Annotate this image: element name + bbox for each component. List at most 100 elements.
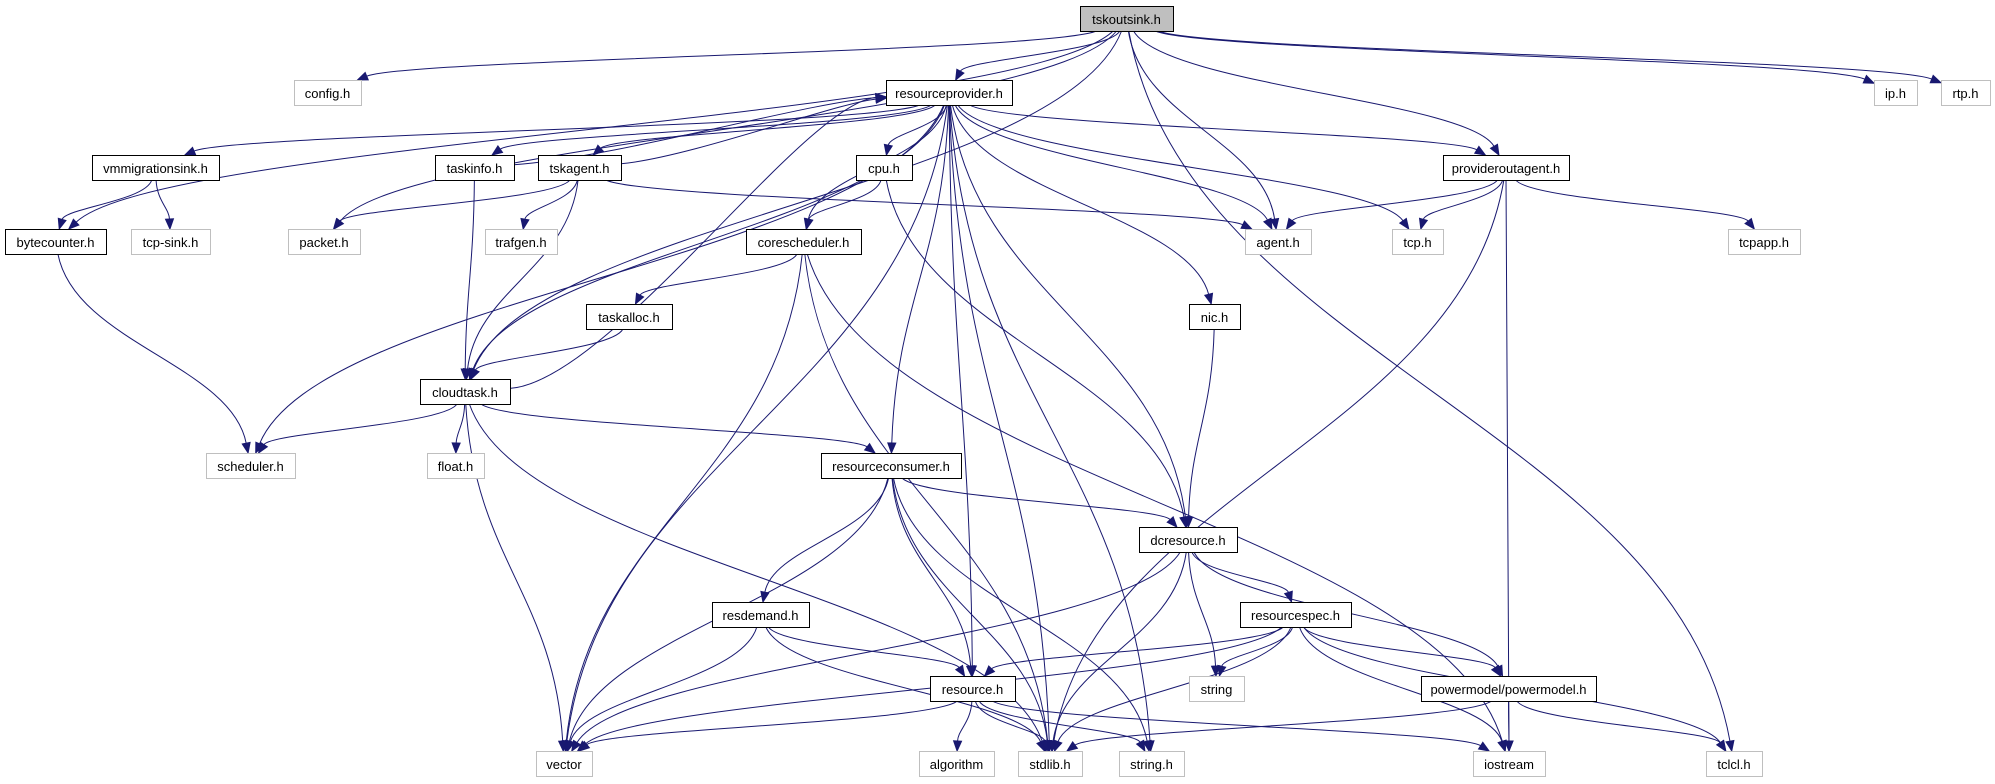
edge-line xyxy=(1291,179,1498,222)
edge-resourceprovider-to-provideroutagent xyxy=(969,104,1487,156)
edge-tskoutsink-to-bytecounter xyxy=(67,30,1114,230)
node-box[interactable] xyxy=(586,304,673,330)
edge-line xyxy=(957,104,1404,222)
edge-cloudtask-to-resourceprovider xyxy=(509,92,888,389)
edge-corescheduler-to-iostream xyxy=(806,253,1507,753)
edge-line xyxy=(263,403,458,445)
node-dcresource[interactable]: dcresource.h xyxy=(1139,527,1238,553)
edge-line xyxy=(576,551,1181,743)
node-box[interactable] xyxy=(712,602,810,628)
arrowhead-icon xyxy=(634,292,645,306)
node-box[interactable] xyxy=(930,676,1016,702)
arrowhead-icon xyxy=(67,218,80,230)
node-box xyxy=(131,229,211,255)
edge-vmmigrationsink-to-bytecounter xyxy=(57,179,153,231)
edge-resourceconsumer-to-stdlib xyxy=(891,477,1052,753)
node-box[interactable] xyxy=(856,155,913,181)
arrowhead-icon xyxy=(57,217,67,231)
arrowhead-icon xyxy=(183,146,197,156)
arrowhead-icon xyxy=(578,740,591,752)
node-corescheduler[interactable]: corescheduler.h xyxy=(746,229,862,255)
arrowhead-icon xyxy=(952,740,963,753)
node-box[interactable] xyxy=(1421,676,1597,702)
arrowhead-icon xyxy=(1210,665,1221,678)
node-bytecounter[interactable]: bytecounter.h xyxy=(5,229,107,255)
node-box[interactable] xyxy=(1080,6,1174,32)
edge-line xyxy=(948,104,1050,742)
arrowhead-icon xyxy=(470,367,480,381)
edge-line xyxy=(1188,551,1217,667)
node-tskagent[interactable]: tskagent.h xyxy=(538,155,622,181)
node-packet: packet.h xyxy=(288,229,361,255)
node-float: float.h xyxy=(427,453,485,479)
node-box[interactable] xyxy=(420,379,511,405)
edge-line xyxy=(1052,551,1187,742)
edge-tskoutsink-to-rtp xyxy=(1157,30,1943,84)
node-box[interactable] xyxy=(1189,304,1241,330)
node-resourceprovider[interactable]: resourceprovider.h xyxy=(886,80,1013,106)
edge-line xyxy=(586,700,958,746)
node-box[interactable] xyxy=(886,80,1013,106)
node-label: resourcespec.h xyxy=(1251,608,1340,623)
node-resdemand[interactable]: resdemand.h xyxy=(712,602,810,628)
node-vmmigrationsink[interactable]: vmmigrationsink.h xyxy=(92,155,220,181)
edge-line xyxy=(1157,30,1932,80)
edge-resourceprovider-to-tcp xyxy=(957,104,1410,231)
edge-line xyxy=(565,253,803,742)
node-resource[interactable]: resource.h xyxy=(930,676,1016,702)
edge-line xyxy=(509,97,877,389)
arrowhead-icon xyxy=(1489,143,1500,157)
arrowhead-icon xyxy=(1065,740,1079,752)
edge-resourceprovider-to-nic xyxy=(951,104,1214,306)
node-box[interactable] xyxy=(5,229,107,255)
node-taskinfo[interactable]: taskinfo.h xyxy=(435,155,515,181)
edge-dcresource-to-resourcespec xyxy=(1191,551,1293,604)
edge-resourceprovider-to-agent xyxy=(954,104,1273,231)
edge-taskalloc-to-cloudtask xyxy=(470,328,624,381)
node-cpu[interactable]: cpu.h xyxy=(856,155,913,181)
edge-line xyxy=(57,253,247,444)
arrowhead-icon xyxy=(1490,664,1502,678)
arrowhead-icon xyxy=(356,71,370,81)
edge-line xyxy=(480,403,868,448)
node-box[interactable] xyxy=(1443,155,1570,181)
node-box[interactable] xyxy=(1139,527,1238,553)
edge-line xyxy=(887,104,948,146)
node-box[interactable] xyxy=(1240,602,1352,628)
node-label: cpu.h xyxy=(868,161,900,176)
edge-line xyxy=(765,626,1042,743)
node-label: ip.h xyxy=(1885,86,1906,101)
node-resourcespec[interactable]: resourcespec.h xyxy=(1240,602,1352,628)
node-label: string.h xyxy=(1130,757,1173,772)
node-nic[interactable]: nic.h xyxy=(1189,304,1241,330)
node-provideroutagent[interactable]: provideroutagent.h xyxy=(1443,155,1570,181)
arrowhead-icon xyxy=(1929,74,1943,84)
node-box xyxy=(1874,80,1918,106)
edge-line xyxy=(951,104,1210,295)
node-box xyxy=(485,229,558,255)
node-agent: agent.h xyxy=(1245,229,1312,255)
edge-line xyxy=(974,700,1046,742)
edge-nic-to-dcresource xyxy=(1183,328,1215,529)
edge-tskoutsink-to-tclcl xyxy=(1128,30,1735,753)
node-cloudtask[interactable]: cloudtask.h xyxy=(420,379,511,405)
node-tcp: tcp.h xyxy=(1392,229,1444,255)
edge-tskagent-to-cloudtask xyxy=(462,179,579,381)
node-tskoutsink[interactable]: tskoutsink.h xyxy=(1080,6,1174,32)
edge-provideroutagent-to-agent xyxy=(1285,179,1498,231)
node-resourceconsumer[interactable]: resourceconsumer.h xyxy=(821,453,962,479)
node-label: corescheduler.h xyxy=(758,235,850,250)
node-box[interactable] xyxy=(92,155,220,181)
edge-line xyxy=(1053,179,1505,742)
node-powermodel[interactable]: powermodel/powermodel.h xyxy=(1421,676,1597,702)
node-box[interactable] xyxy=(538,155,622,181)
edge-resourcespec-to-iostream xyxy=(1299,626,1507,753)
node-label: rtp.h xyxy=(1952,86,1978,101)
edge-line xyxy=(1127,30,1276,220)
node-box[interactable] xyxy=(746,229,862,255)
node-taskalloc[interactable]: taskalloc.h xyxy=(586,304,673,330)
node-box xyxy=(1941,80,1991,106)
node-box[interactable] xyxy=(821,453,962,479)
node-algorithm: algorithm xyxy=(919,751,995,777)
node-box[interactable] xyxy=(435,155,515,181)
